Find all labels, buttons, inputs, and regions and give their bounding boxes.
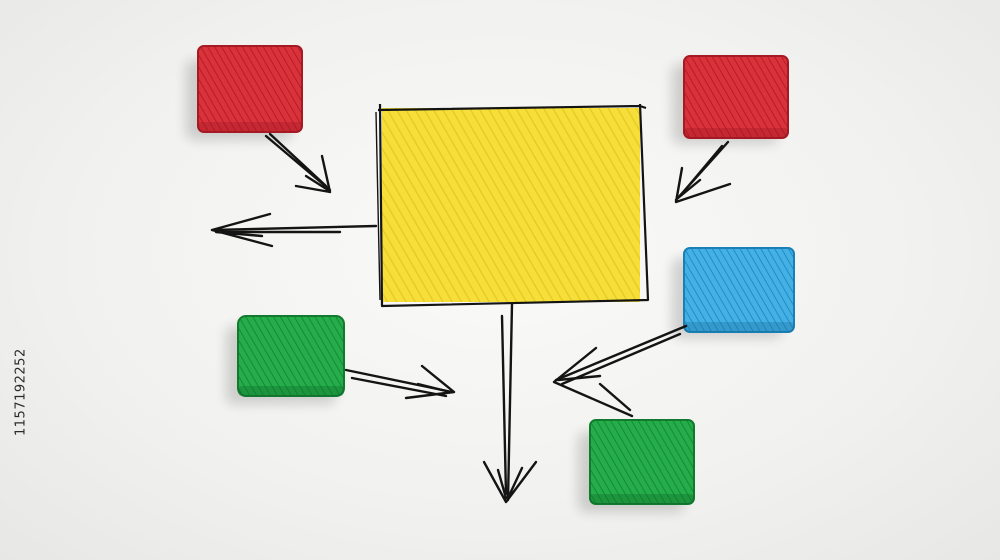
arrow-right-to-center bbox=[552, 324, 688, 418]
stock-id-label: 1157192252 bbox=[13, 348, 29, 436]
red-block-top-right bbox=[683, 55, 789, 139]
green-block-bottom-left bbox=[237, 315, 345, 397]
red-block-top-left bbox=[197, 45, 303, 133]
arrow-center-to-bottom bbox=[482, 302, 538, 504]
arrow-bottom-left-to-center bbox=[344, 364, 456, 400]
arrow-center-to-left bbox=[210, 212, 378, 248]
center-box bbox=[375, 103, 650, 308]
blue-block-right bbox=[683, 247, 795, 333]
green-block-bottom-right bbox=[589, 419, 695, 505]
arrow-top-left-to-center bbox=[264, 132, 332, 194]
arrow-top-right-to-center bbox=[674, 140, 732, 204]
